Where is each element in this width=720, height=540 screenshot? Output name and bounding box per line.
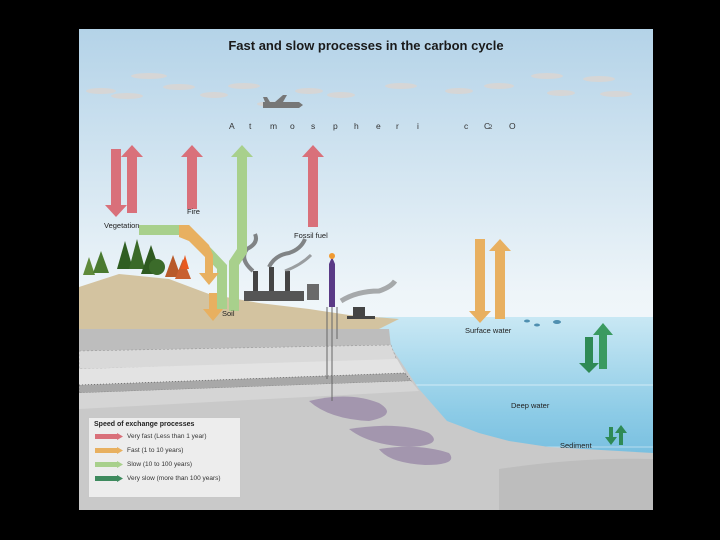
legend-title: Speed of exchange processes — [94, 421, 194, 428]
atmospheric-co2-letter: O — [509, 121, 516, 131]
atmospheric-co2-letter: m — [270, 121, 277, 131]
sediment-label: Sediment — [560, 441, 592, 450]
diagram-title: Fast and slow processes in the carbon cy… — [79, 38, 653, 53]
fossil-fuel-label: Fossil fuel — [294, 231, 328, 240]
legend-swatch-arrow-icon — [95, 461, 123, 468]
atmospheric-co2-letter: s — [311, 121, 315, 131]
legend-swatch-arrow-icon — [95, 433, 123, 440]
atmospheric-co2-letter: e — [376, 121, 381, 131]
legend-label: Fast (1 to 10 years) — [127, 447, 183, 454]
deep-water-label: Deep water — [511, 401, 549, 410]
fire-label: Fire — [187, 207, 200, 216]
vegetation-label: Vegetation — [104, 221, 139, 230]
atmospheric-co2-letter: c — [464, 121, 468, 131]
legend: Speed of exchange processes Very fast (L… — [88, 417, 241, 498]
legend-swatch-arrow-icon — [95, 447, 123, 454]
atmospheric-co2-letter: h — [354, 121, 359, 131]
atmospheric-co2-letter: i — [417, 121, 419, 131]
legend-label: Slow (10 to 100 years) — [127, 461, 192, 468]
soil-label: Soil — [222, 309, 235, 318]
atmospheric-co2-letter: t — [249, 121, 251, 131]
atmospheric-co2-letter: p — [333, 121, 338, 131]
surface-water-label: Surface water — [465, 326, 511, 335]
diagram-panel: Fast and slow processes in the carbon cy… — [79, 29, 653, 510]
atmospheric-co2-letter: r — [396, 121, 399, 131]
legend-swatch-arrow-icon — [95, 475, 123, 482]
atmospheric-co2-letter: A — [229, 121, 235, 131]
legend-label: Very slow (more than 100 years) — [127, 475, 221, 482]
atmospheric-co2-letter: o — [290, 121, 295, 131]
legend-label: Very fast (Less than 1 year) — [127, 433, 206, 440]
atmospheric-co2-letter: 2 — [489, 125, 492, 131]
